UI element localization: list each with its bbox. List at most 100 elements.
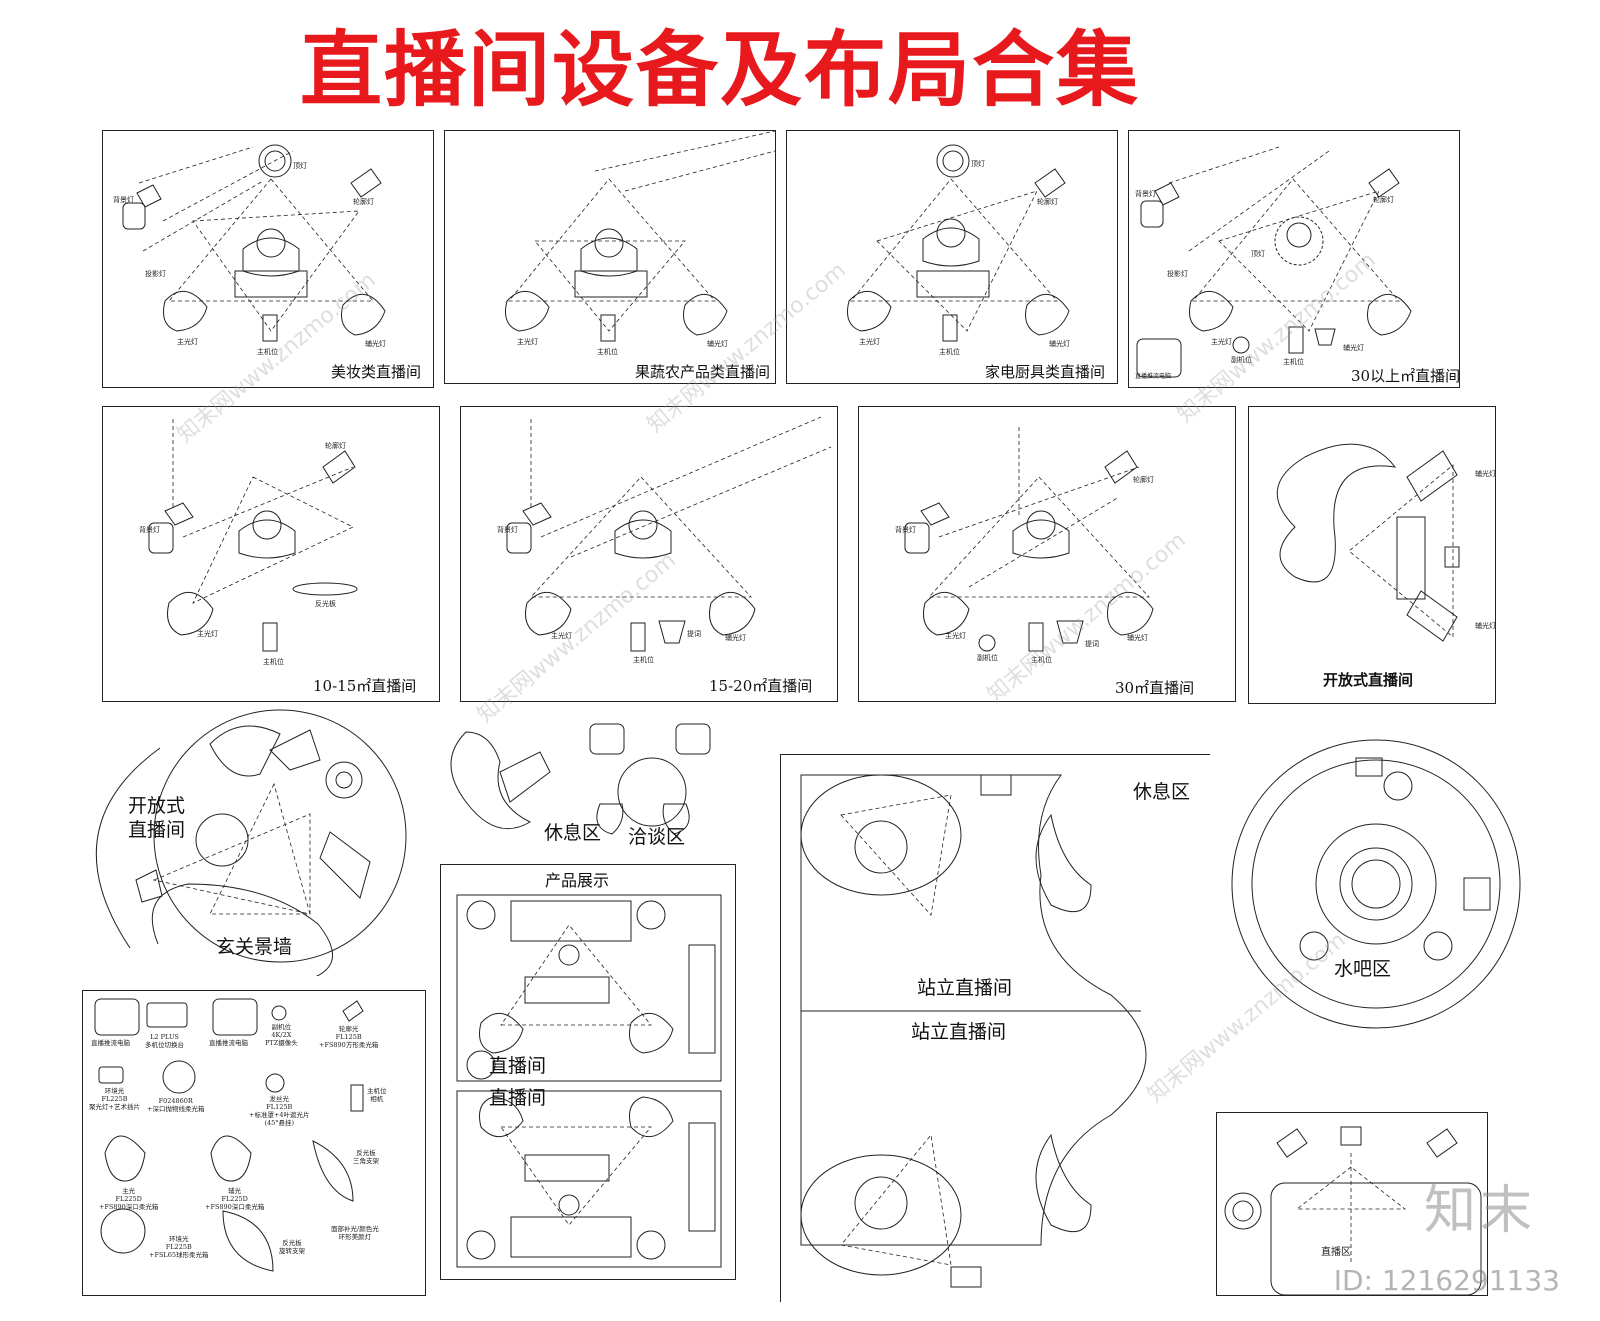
label-fill-light: 辅光灯 [1475,470,1496,478]
desk [234,270,308,298]
globe-light-icon [100,1208,146,1254]
label-back-light: 背景灯 [1135,190,1156,198]
label-projection-light: 投影灯 [1167,270,1188,278]
panel-caption: 15-20㎡直播间 [709,677,813,695]
label-live-room-1: 直播间 [489,1055,547,1077]
legend-spot-light: 环境光 FL225B 聚光灯+艺术插片 [89,1087,140,1111]
panel-30plus-live-room: 背景灯 轮廓灯 顶灯 投影灯 主光灯 副机位 主机位 辅光灯 直播推流电脑 30… [1128,130,1460,388]
product-display-room: 产品展示 直播间 直播间 [440,864,736,1280]
legend-parabolic-softbox: F024860R +深口抛物线柔光箱 [147,1097,205,1113]
label-back-light: 背景灯 [895,526,916,534]
label-rim-light: 轮廓灯 [353,198,374,206]
sofa-icon [1276,443,1397,583]
label-main-camera: 主机位 [1031,656,1052,664]
label-sub-camera: 副机位 [1231,356,1252,364]
page-title: 直播间设备及布局合集 [300,22,1141,118]
main-light-icon [104,1135,146,1182]
legend-icons [94,998,364,1272]
label-top-light: 顶灯 [293,162,307,170]
label-prompter: 提词 [687,630,701,638]
label-live-zone: 直播区 [1321,1247,1351,1258]
label-main-camera: 主机位 [597,348,618,356]
legend-ambient-globe: 环境光 FL225B +FSL65球形柔光箱 [149,1235,209,1259]
label-fill-light: 辅光灯 [725,634,746,642]
label-standing-live-2: 站立直播间 [911,1021,1007,1043]
product-room-plan [456,894,722,1268]
fill-light-icon [341,294,386,336]
panel-10-15-live-room: 背景灯 轮廓灯 主光灯 反光板 主机位 10-15㎡直播间 [102,406,440,702]
label-rest-area-2: 休息区 [1133,781,1191,803]
legend-fill-light: 辅光 FL225D +FS890深口柔光箱 [205,1187,265,1211]
panel-caption: 果蔬农产品类直播间 [635,363,771,381]
legend-streaming-pc: 直播推流电脑 [91,1039,130,1047]
label-standing-live-1: 站立直播间 [917,977,1013,999]
medium-room-plan [506,416,832,652]
label-fill-light: 辅光灯 [1049,340,1070,348]
panel-beauty-live-room: 顶灯 背景灯 轮廓灯 投影灯 主光灯 辅光灯 主机位 美妆类直播间 [102,130,434,388]
label-main-camera: 主机位 [1283,358,1304,366]
label-reflector: 反光板 [315,600,336,608]
legend-main-camera: 主机位 相机 [367,1087,387,1103]
reflector-stand-icon [222,1210,274,1272]
panel-open-live-room: 辅光灯 辅光灯 开放式直播间 [1248,406,1496,704]
label-product-display: 产品展示 [545,871,610,890]
main-light-icon [163,291,208,332]
live-zone-svg [1224,1126,1482,1296]
legend-ring-light: 面部补光/颜色光 环形美颜灯 [331,1225,379,1241]
label-back-light: 背景灯 [139,526,160,534]
label-rim-light: 轮廓灯 [325,442,346,450]
open-room-plan [1276,443,1460,642]
label-main-camera: 主机位 [633,656,654,664]
id-label: ID: 1216291133 [1333,1264,1560,1297]
label-main-light: 主光灯 [859,338,880,346]
brand-logo: 知末 [1423,1181,1536,1241]
top-light-icon [258,144,292,178]
camera-icon [350,1084,364,1112]
label-water-bar: 水吧区 [1334,958,1392,980]
legend-streaming-pc-2: 直播推流电脑 [209,1039,248,1047]
panel-caption: 开放式直播间 [1323,671,1414,689]
label-rest-area: 休息区 [544,822,602,844]
label-main-light: 主光灯 [197,630,218,638]
label-fill-light: 辅光灯 [1475,622,1496,630]
panel-produce-live-room: 主光灯 辅光灯 主机位 果蔬农产品类直播间 [444,130,776,384]
ptz-camera-icon [271,1005,287,1021]
label-back-light: 背景灯 [497,526,518,534]
label-fill-light: 辅光灯 [707,340,728,348]
open-zone-plan [95,709,407,976]
panel-caption: 30以上㎡直播间 [1351,367,1461,385]
legend-rim-light: 轮廓光 FL125B +FS890方形柔光箱 [319,1025,379,1049]
label-talk-area: 洽谈区 [628,826,686,848]
pc-icon [1136,338,1182,378]
label-back-light: 背景灯 [113,196,134,204]
water-bar-plan [1231,739,1521,1029]
standing-zone-plan [800,774,1147,1288]
rim-light-icon [350,168,382,198]
label-top-light: 顶灯 [971,160,985,168]
small-room-plan [148,419,358,652]
label-main-camera: 主机位 [939,348,960,356]
pc-icon [94,998,140,1036]
produce-room-plan [505,131,776,342]
label-main-light: 主光灯 [177,338,198,346]
switcher-icon [146,1002,188,1028]
label-projection-light: 投影灯 [145,270,166,278]
label-main-light: 主光灯 [551,632,572,640]
camera-icon [262,314,278,342]
pc-icon [212,998,258,1036]
spot-light-icon [98,1066,124,1084]
legend-reflector-swivel: 反光板 旋转支架 [279,1239,305,1255]
beauty-room-plan [122,144,386,342]
panel-15-20-live-room: 背景灯 主光灯 主机位 提词 辅光灯 15-20㎡直播间 [460,406,838,702]
standard-room-plan [904,427,1154,652]
panel-appliance-live-room: 顶灯 轮廓灯 主光灯 辅光灯 主机位 家电厨具类直播间 [786,130,1118,384]
host-figure [256,228,286,258]
label-fill-light: 辅光灯 [1343,344,1364,352]
label-main-light: 主光灯 [945,632,966,640]
appliance-room-plan [847,144,1070,342]
rim-light-icon [342,1000,364,1022]
label-top-light: 顶灯 [1251,250,1265,258]
panel-caption: 美妆类直播间 [331,363,422,381]
parabolic-light-icon [162,1060,196,1094]
label-live-room-2: 直播间 [489,1087,547,1109]
